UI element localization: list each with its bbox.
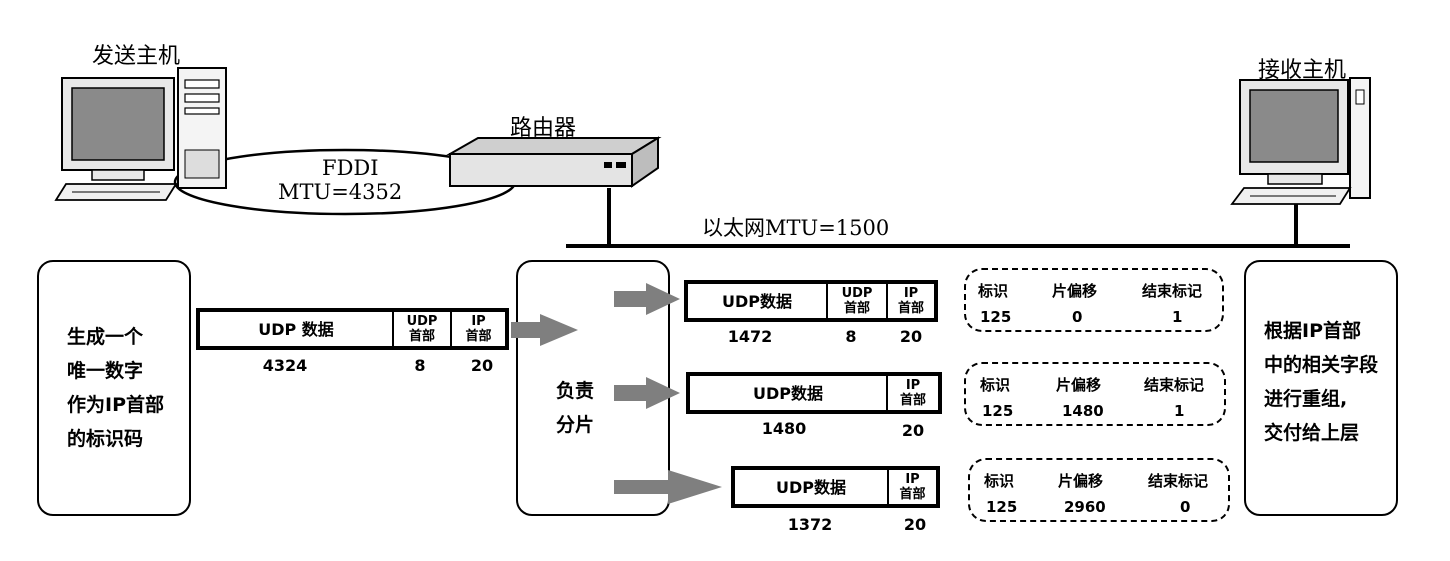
info-value: 0 <box>1072 308 1083 326</box>
sender-text-line: 作为IP首部 <box>67 394 164 416</box>
info-header: 片偏移 <box>1056 376 1102 394</box>
udp-header-text: UDP <box>406 314 438 329</box>
fddi-mtu-label: MTU=4352 <box>278 180 403 204</box>
ip-header-text: 首部 <box>465 329 492 344</box>
info-value: 125 <box>986 498 1018 516</box>
info-value: 1 <box>1174 402 1185 420</box>
sender-process-box: 生成一个 唯一数字 作为IP首部 的标识码 <box>37 260 191 516</box>
fragment-arrow-icon <box>614 377 680 409</box>
ip-header-text: IP <box>905 378 921 393</box>
ip-header-text: IP <box>471 314 486 329</box>
fragment-info-box-3: 标识 片偏移 结束标记 125 2960 0 <box>968 458 1230 522</box>
receiver-text-line: 中的相关字段 <box>1264 354 1379 376</box>
router-text-line: 负责 <box>556 380 595 402</box>
info-header: 标识 <box>984 472 1015 490</box>
receiver-text-line: 根据IP首部 <box>1264 320 1361 342</box>
router-text-line: 分片 <box>556 414 595 436</box>
original-packet: UDP 数据 UDP 首部 IP 首部 <box>196 308 509 350</box>
sender-computer-icon <box>54 67 227 201</box>
udp-header-cell: UDP 首部 <box>826 284 886 318</box>
original-data-length: 4324 <box>262 356 308 375</box>
fragment-packet-2: UDP数据 IP 首部 <box>686 372 942 414</box>
info-value: 0 <box>1180 498 1191 516</box>
receiver-computer-icon <box>1230 77 1371 205</box>
router-icon <box>446 136 662 188</box>
incoming-arrow-icon <box>511 314 578 346</box>
info-value: 1480 <box>1062 402 1104 420</box>
receiver-process-box: 根据IP首部 中的相关字段 进行重组, 交付给上层 <box>1244 260 1398 516</box>
ip-header-cell: IP 首部 <box>886 284 934 318</box>
fragment-data-cell: UDP数据 <box>752 383 823 403</box>
receiver-text-line: 交付给上层 <box>1264 422 1360 444</box>
udp-header-cell: UDP 首部 <box>392 312 450 346</box>
fragment-data-length: 1372 <box>787 515 833 534</box>
ip-header-text: 首部 <box>899 487 926 502</box>
ip-header-text: 首部 <box>899 393 926 408</box>
ethernet-mtu-label: 以太网MTU=1500 <box>702 216 890 240</box>
fragment-arrow-icon <box>614 470 722 504</box>
fragment-info-box-1: 标识 片偏移 结束标记 125 0 1 <box>964 268 1224 332</box>
info-value: 2960 <box>1064 498 1106 516</box>
fragment-packet-3: UDP数据 IP 首部 <box>731 466 940 508</box>
fragment-packet-1: UDP数据 UDP 首部 IP 首部 <box>684 280 938 322</box>
ip-header-cell: IP 首部 <box>887 470 936 504</box>
ip-header-text: IP <box>903 286 919 301</box>
fragment-data-cell: UDP数据 <box>775 477 846 497</box>
fragment-ip-length: 20 <box>903 515 927 534</box>
fragment-udp-length: 8 <box>845 327 857 346</box>
fragment-data-length: 1472 <box>727 327 773 346</box>
fragment-arrow-icon <box>614 283 680 315</box>
sender-text-line: 生成一个 <box>67 326 144 348</box>
info-value: 1 <box>1172 308 1183 326</box>
info-header: 结束标记 <box>1144 376 1205 394</box>
receiver-text-line: 进行重组, <box>1264 388 1348 410</box>
info-header: 标识 <box>980 376 1011 394</box>
ip-header-cell: IP 首部 <box>450 312 505 346</box>
receiver-host-label: 接收主机 <box>1258 58 1347 83</box>
udp-header-text: 首部 <box>843 301 870 316</box>
sender-text-line: 的标识码 <box>67 428 144 450</box>
info-value: 125 <box>980 308 1012 326</box>
original-udp-length: 8 <box>414 356 426 375</box>
info-header: 标识 <box>978 282 1009 300</box>
fragment-data-cell: UDP数据 <box>721 291 792 311</box>
sender-host-label: 发送主机 <box>92 44 181 69</box>
info-header: 结束标记 <box>1148 472 1209 490</box>
ip-header-cell: IP 首部 <box>886 376 938 410</box>
fragment-ip-length: 20 <box>899 327 923 346</box>
original-ip-length: 20 <box>470 356 494 375</box>
fragment-info-box-2: 标识 片偏移 结束标记 125 1480 1 <box>964 362 1226 426</box>
info-header: 片偏移 <box>1058 472 1104 490</box>
ip-header-text: IP <box>905 472 920 487</box>
info-value: 125 <box>982 402 1014 420</box>
network-illustration <box>54 67 1371 248</box>
udp-header-text: 首部 <box>408 329 435 344</box>
info-header: 结束标记 <box>1142 282 1203 300</box>
fragment-ip-length: 20 <box>901 421 925 440</box>
fddi-label: FDDI <box>322 156 379 180</box>
info-header: 片偏移 <box>1052 282 1098 300</box>
udp-data-cell: UDP 数据 <box>258 319 334 339</box>
ip-header-text: 首部 <box>897 301 924 316</box>
sender-text-line: 唯一数字 <box>67 360 144 382</box>
router-label: 路由器 <box>510 116 577 141</box>
fragment-data-length: 1480 <box>761 419 807 438</box>
udp-header-text: UDP <box>841 286 873 301</box>
